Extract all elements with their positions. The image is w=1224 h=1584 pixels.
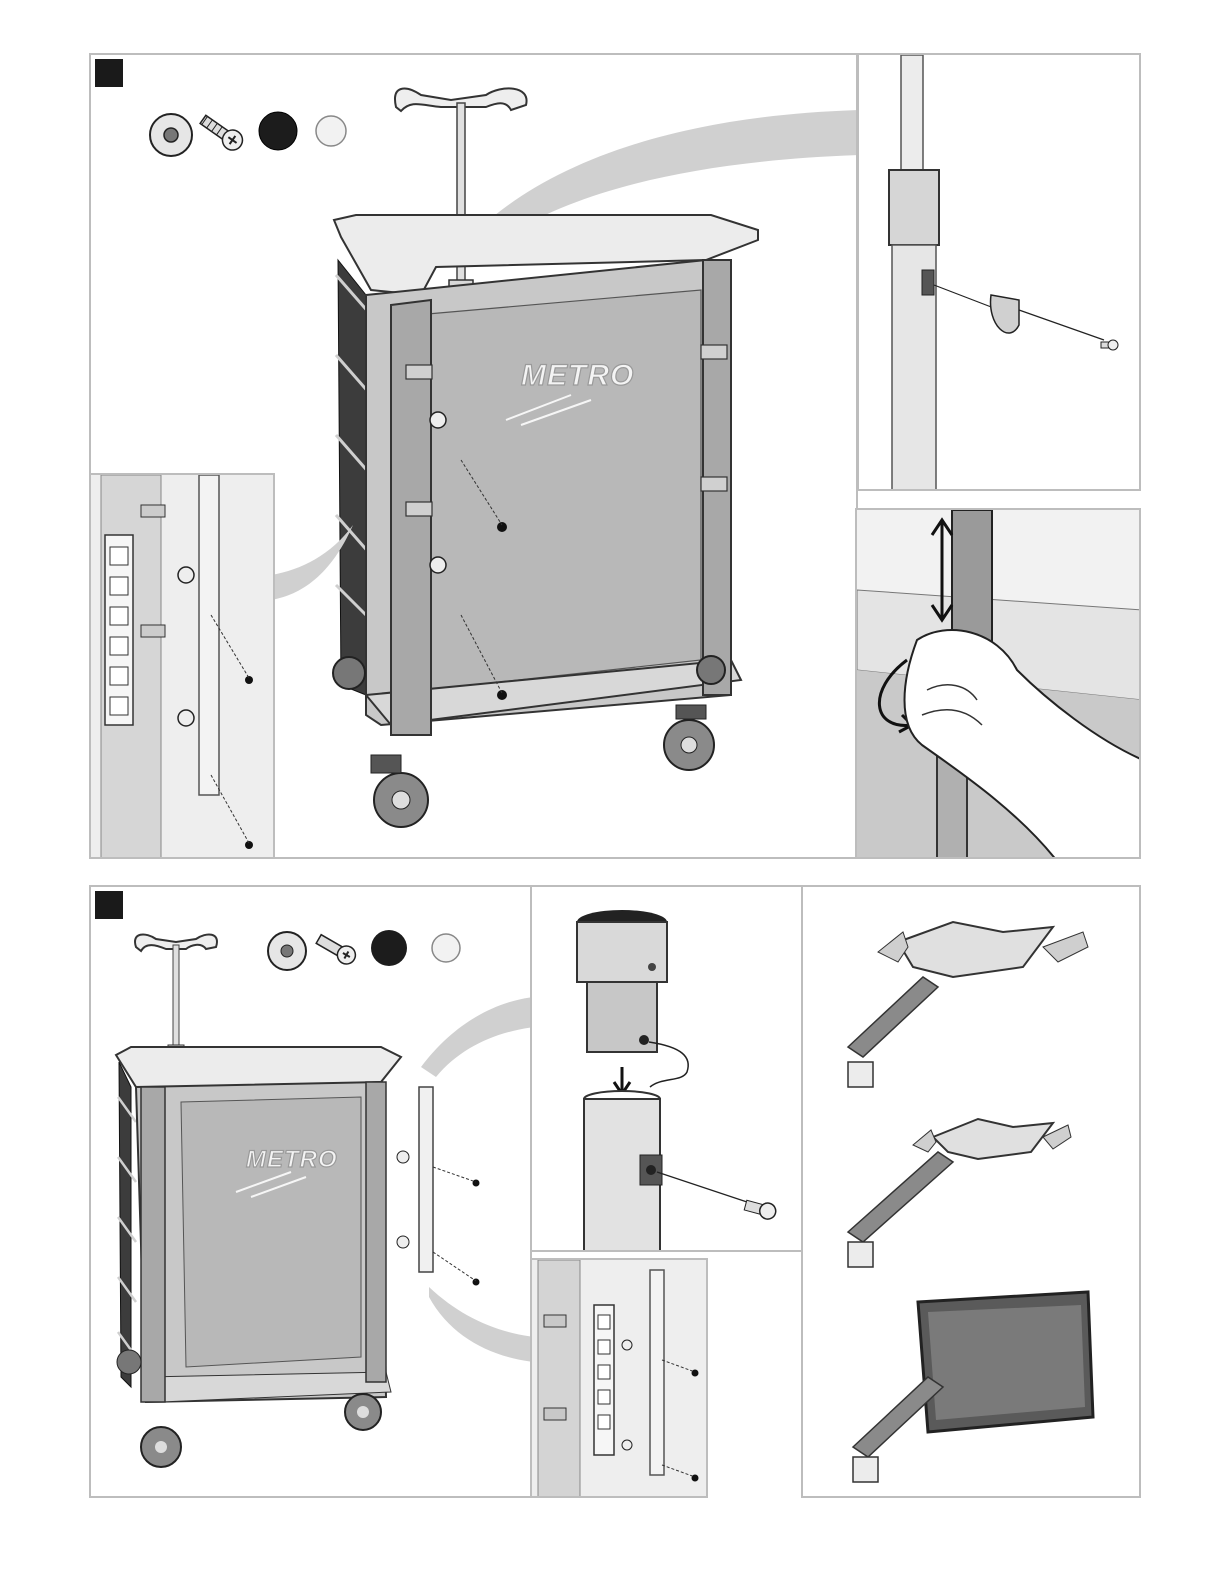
outlet-strip-second-pole-detail <box>530 1258 708 1498</box>
pole-height-adjust-illustration <box>857 510 1141 859</box>
screw-icon <box>314 931 359 967</box>
screw-icon <box>743 1197 777 1220</box>
monitor-arm-assembly-sequence <box>801 885 1141 1498</box>
black-cap-icon <box>371 930 407 966</box>
washer-icon <box>150 114 192 156</box>
cart-body: METRO <box>333 215 758 827</box>
white-cap-icon <box>316 116 346 146</box>
pole-height-adjust-detail <box>855 508 1141 859</box>
washer-icon <box>268 932 306 970</box>
monitor-arm-step-a <box>848 922 1088 1087</box>
white-cap-icon <box>432 934 460 962</box>
cart-logo: METRO <box>246 1146 338 1173</box>
step-2-main-illustration: METRO <box>91 887 532 1498</box>
outlet-strip-mount-illustration <box>91 475 275 859</box>
iv-pole-collar-detail <box>857 53 1141 491</box>
down-arrow-icon <box>614 1067 630 1094</box>
screw-icon <box>197 111 246 154</box>
iv-pole-collar-illustration <box>859 55 1141 491</box>
step-2-main-panel: METRO <box>89 885 532 1498</box>
monitor-arm-step-c <box>853 1292 1093 1482</box>
pole-adapter-illustration <box>532 887 803 1252</box>
pole-adapter-detail <box>530 885 803 1252</box>
outlet-strip-second-pole-illustration <box>532 1260 708 1498</box>
monitor-arm-step-b <box>848 1119 1071 1267</box>
callout-swoosh-top <box>421 997 532 1077</box>
black-cap-icon <box>259 112 297 150</box>
screw-icon <box>1101 340 1118 350</box>
monitor-pole <box>397 1087 480 1286</box>
step-1-main-panel: METRO <box>89 53 858 859</box>
cart-body: METRO <box>116 1047 401 1467</box>
monitor-arm-sequence-illustration <box>803 887 1141 1498</box>
cart-logo: METRO <box>521 359 634 392</box>
callout-swoosh-bottom <box>429 1287 532 1362</box>
outlet-strip-mount-detail <box>89 473 275 859</box>
